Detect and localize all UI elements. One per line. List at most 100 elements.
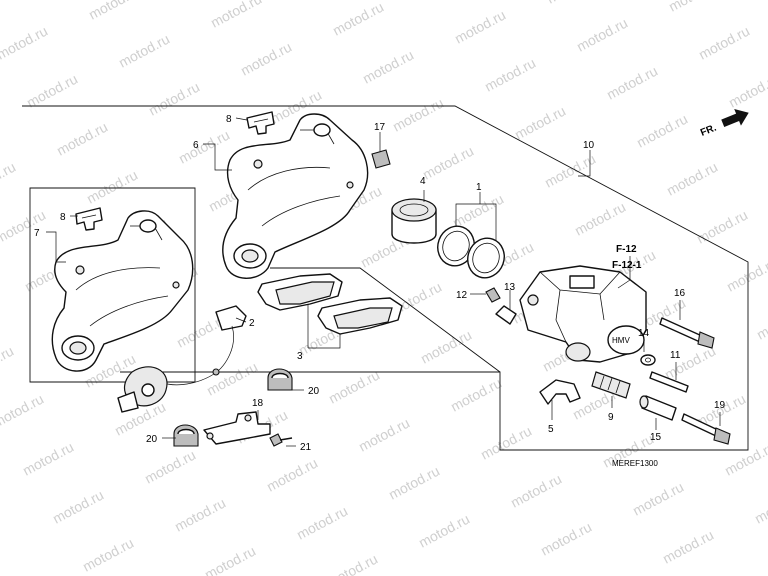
watermark-text: motod.ru (24, 71, 80, 111)
watermark-text: motod.ru (208, 0, 264, 31)
caliper-bolt (681, 413, 731, 445)
watermark-text: motod.ru (84, 167, 140, 207)
watermark-text: motod.ru (754, 303, 768, 343)
callout-12: 12 (456, 290, 468, 301)
watermark-text: motod.ru (386, 463, 442, 503)
pad-pin-bolt (659, 317, 715, 349)
callout-20-lower: 20 (146, 434, 158, 445)
watermark-text: motod.ru (752, 487, 768, 527)
callout-16: 16 (674, 288, 686, 299)
watermark-text: motod.ru (204, 359, 260, 399)
pad-spring-clip-upper (246, 111, 275, 135)
pad-frame (270, 267, 501, 373)
pin-boot (591, 371, 631, 399)
callout-10: 10 (583, 140, 595, 151)
callout-7: 7 (34, 228, 40, 239)
callout-21: 21 (300, 442, 312, 453)
leader-lines (46, 117, 721, 447)
watermark-text: motod.ru (0, 23, 50, 63)
callout-19: 19 (714, 400, 726, 411)
watermark-text: motod.ru (142, 447, 198, 487)
watermark-text: motod.ru (420, 143, 476, 183)
watermark-text: motod.ru (0, 207, 48, 247)
watermark-text: motod.ru (116, 31, 172, 71)
watermark-text: motod.ru (54, 119, 110, 159)
slide-pin (649, 371, 689, 393)
watermark-text: motod.ru (726, 71, 768, 111)
watermark-text: motod.ru (0, 391, 46, 431)
sensor-stay (203, 411, 271, 445)
watermark-text: motod.ru (538, 519, 594, 559)
watermark-text: motod.ru (330, 0, 386, 39)
callout-11: 11 (670, 350, 681, 361)
watermark-text: motod.ru (390, 95, 446, 135)
sensor-cord-clamp-upper (267, 368, 293, 391)
watermark-text: motod.ru (172, 495, 228, 535)
watermark-text: motod.ru (630, 479, 686, 519)
figure-code: MEREF1300 (612, 459, 658, 468)
watermark-text: motod.ru (512, 103, 568, 143)
caliper-bracket-upper (222, 113, 369, 279)
watermark-text: motod.ru (86, 0, 142, 23)
watermark-text: motod.ru (508, 471, 564, 511)
watermark-text: motod.ru (482, 55, 538, 95)
callout-8-upper: 8 (226, 114, 232, 125)
watermark-text: motod.ru (0, 159, 18, 199)
watermark-text: motod.ru (238, 39, 294, 79)
callout-13: 13 (504, 282, 516, 293)
bleeder-cap (485, 287, 501, 303)
watermark-text: motod.ru (294, 503, 350, 543)
callout-5: 5 (548, 424, 554, 435)
watermark-text: motod.ru (662, 343, 718, 383)
watermark-text: motod.ru (146, 79, 202, 119)
front-arrow-icon (721, 108, 749, 128)
piston-seal-set (437, 225, 505, 279)
watermark-text: motod.ru (574, 15, 630, 55)
callout-3: 3 (297, 351, 303, 362)
watermark-text: motod.ru (360, 47, 416, 87)
watermark-text: motod.ru (722, 439, 768, 479)
wheel-speed-sensor (117, 305, 247, 413)
watermark-text: motod.ru (450, 191, 506, 231)
caliper-bracket-lower (51, 210, 194, 372)
watermark-text: motod.ru (416, 511, 472, 551)
watermark-text: motod.ru (20, 439, 76, 479)
callout-14: 14 (638, 328, 650, 339)
rubber-cap (371, 149, 391, 169)
watermark-text: motod.ru (356, 415, 412, 455)
callout-6: 6 (193, 140, 199, 151)
front-direction-indicator: FR. (699, 108, 749, 139)
caliper-piston (391, 198, 437, 244)
stay-bolt (269, 433, 293, 447)
watermark-text: motod.ru (50, 487, 106, 527)
watermark-text: motod.ru (202, 543, 258, 576)
callout-numbers: 1 2 3 4 5 6 7 8 8 9 10 11 12 13 14 15 16… (34, 114, 726, 453)
pin-sleeve (639, 395, 677, 421)
brake-pad-set (257, 273, 403, 335)
watermark-text: motod.ru (448, 375, 504, 415)
callout-8-lower: 8 (60, 212, 66, 223)
watermark-text: motod.ru (666, 0, 722, 15)
watermark-text: motod.ru (452, 7, 508, 47)
sealing-washer (640, 354, 656, 366)
watermark-text: motod.ru (326, 367, 382, 407)
caliper-logo: HMV (612, 336, 630, 345)
watermark-text: motod.ru (324, 551, 380, 576)
callout-17: 17 (374, 122, 386, 133)
watermark-text: motod.ru (660, 527, 716, 567)
watermark-text: motod.ru (572, 199, 628, 239)
watermark-text: motod.ru (80, 535, 136, 575)
watermark-text: motod.ru (634, 111, 690, 151)
callout-1: 1 (476, 182, 482, 193)
callout-2: 2 (249, 318, 255, 329)
pad-spring (539, 379, 581, 405)
watermark-text: motod.ru (544, 0, 600, 7)
watermark-text: motod.ru (694, 207, 750, 247)
watermark-text: motod.ru (0, 0, 20, 15)
front-direction-label: FR. (699, 122, 718, 138)
watermark-text: motod.ru (0, 343, 16, 383)
watermark-text: motod.ru (478, 423, 534, 463)
callout-9: 9 (608, 412, 614, 423)
watermark-text: motod.ru (604, 63, 660, 103)
